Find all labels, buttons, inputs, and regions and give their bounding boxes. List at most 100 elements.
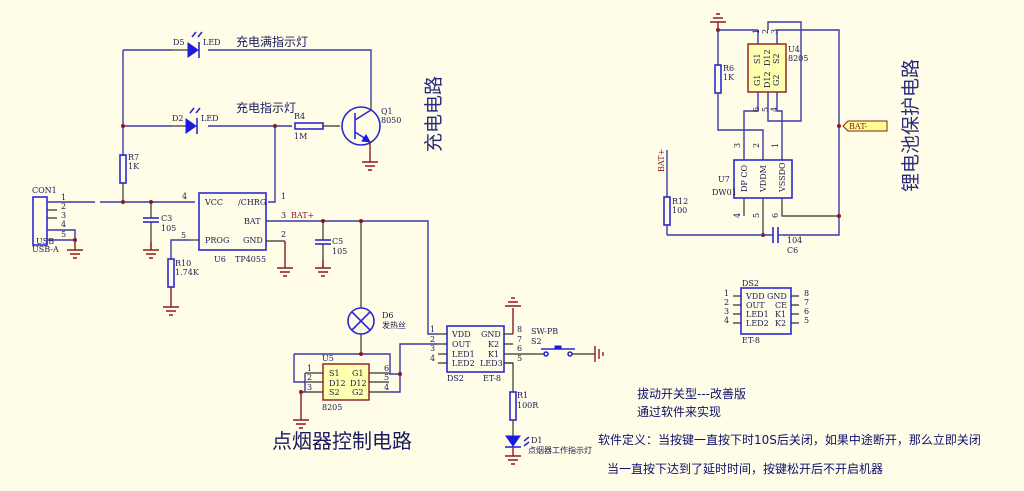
wire xyxy=(293,353,391,383)
junction xyxy=(121,124,125,128)
pin-number: 4 xyxy=(430,354,435,363)
c3-value: 105 xyxy=(161,224,176,233)
full-indicator-label: 充电满指示灯 xyxy=(236,34,308,49)
c5-ref: C5 xyxy=(332,237,343,246)
pushbutton-s2-icon xyxy=(513,345,604,362)
u7-value: DW01 xyxy=(712,188,737,197)
d5-ref: D5 xyxy=(173,38,185,47)
wire xyxy=(369,372,389,393)
con1-inner: USB xyxy=(36,237,54,246)
junction xyxy=(359,352,363,356)
pin-number: 7 xyxy=(517,335,522,344)
r12-ref: R12 xyxy=(672,197,688,206)
pin-number: 5 xyxy=(752,213,761,218)
ds2-ref: DS2 xyxy=(447,374,464,383)
junction xyxy=(121,200,125,204)
d5-value: LED xyxy=(203,38,221,47)
r6-value: 1K xyxy=(723,73,735,82)
ground-icon xyxy=(710,13,726,30)
pin-number: 1 xyxy=(724,289,729,298)
d6-value: 发热丝 xyxy=(382,320,406,330)
pin-number: 6 xyxy=(804,307,809,316)
r4-value: 1M xyxy=(294,132,307,141)
wire xyxy=(47,229,76,241)
note-line-2: 通过软件来实现 xyxy=(637,404,721,419)
pin-label: LED2 xyxy=(746,319,769,328)
pin-number: 3 xyxy=(281,211,286,220)
usb-connector-con1 xyxy=(32,196,48,246)
pin-number: 2 xyxy=(724,298,729,307)
wire xyxy=(783,48,840,236)
pin-number: 3 xyxy=(430,344,435,353)
pin-number: 3 xyxy=(724,307,729,316)
transistor-q1-icon xyxy=(341,102,381,171)
ground-icon xyxy=(277,241,293,277)
pin-label: VCC xyxy=(204,198,223,207)
r7-ref: R7 xyxy=(128,153,139,162)
pin-number: 2 xyxy=(430,335,435,344)
pin-label: D12 xyxy=(763,71,772,88)
wire xyxy=(717,93,764,160)
pin-label: K2 xyxy=(488,340,499,349)
r1-ref: R1 xyxy=(517,391,528,400)
wire xyxy=(743,92,783,160)
pin-label: /CHRG xyxy=(238,198,266,207)
charging-circuit-title: 充电电路 xyxy=(423,76,445,152)
bat-minus-label: BAT- xyxy=(849,122,868,131)
pin-label: BAT xyxy=(244,217,261,226)
ground-icon xyxy=(67,240,83,259)
pin-number: 2 xyxy=(281,230,286,239)
r10-ref: R10 xyxy=(175,259,191,268)
pin-number: 3 xyxy=(733,143,742,148)
wire xyxy=(767,21,802,122)
wire xyxy=(268,126,276,203)
ground-icon xyxy=(505,297,521,334)
pin-label: G2 xyxy=(772,75,781,86)
wire xyxy=(791,295,799,324)
pin-label: S2 xyxy=(329,388,340,397)
pin-label: S2 xyxy=(772,53,781,64)
u6-value: TP4055 xyxy=(235,255,266,264)
wire xyxy=(170,239,190,260)
pin-label: VDD xyxy=(451,330,471,339)
u5-value: 8205 xyxy=(322,403,342,412)
pin-number: 5 xyxy=(517,354,522,363)
r4-ref: R4 xyxy=(294,112,305,121)
wire xyxy=(438,333,447,364)
r6-ref: R6 xyxy=(723,64,734,73)
pin-label: VSSDO xyxy=(778,162,787,193)
bat-plus-net-label-2: BAT+ xyxy=(657,149,666,172)
note-line-3: 软件定义：当按键一直按下时10S后关闭，如果中途断开，那么立即关闭 xyxy=(598,432,981,447)
d6-ref: D6 xyxy=(382,311,394,320)
pin-label: LED3 xyxy=(480,359,503,368)
pin-number: 5 xyxy=(804,316,809,325)
q1-value: 8050 xyxy=(381,116,401,125)
capacitor-c3-icon xyxy=(143,202,159,259)
pin-number: 4 xyxy=(182,192,187,201)
pin-label: DP CO xyxy=(740,165,749,192)
pin-number: 1 xyxy=(752,29,761,34)
pin-label: D12 xyxy=(763,49,772,66)
pin-label: D12 xyxy=(350,379,367,388)
pin-number: 3 xyxy=(61,211,66,220)
pin-number: 6 xyxy=(517,344,522,353)
pin-number: 4 xyxy=(770,107,779,112)
q1-ref: Q1 xyxy=(381,107,393,116)
bat-plus-net-label: BAT+ xyxy=(291,211,314,220)
pin-number: 2 xyxy=(307,373,312,382)
pin-number: 3 xyxy=(770,29,779,34)
pin-label: K1 xyxy=(488,350,499,359)
u5-ref: U5 xyxy=(322,354,334,363)
pin-number: 4 xyxy=(61,220,66,229)
pin-label: OUT xyxy=(452,340,471,349)
led-d2-icon xyxy=(172,107,201,134)
pin-label: S1 xyxy=(753,53,762,64)
pin-label: GND xyxy=(243,236,263,245)
c5-value: 105 xyxy=(332,247,347,256)
capacitor-c5-icon xyxy=(315,221,331,277)
resistor-r6 xyxy=(714,64,722,94)
ds2-ref-ref: DS2 xyxy=(742,279,759,288)
lighter-control-title: 点烟器控制电路 xyxy=(272,429,412,453)
pin-number: 1 xyxy=(430,325,435,334)
